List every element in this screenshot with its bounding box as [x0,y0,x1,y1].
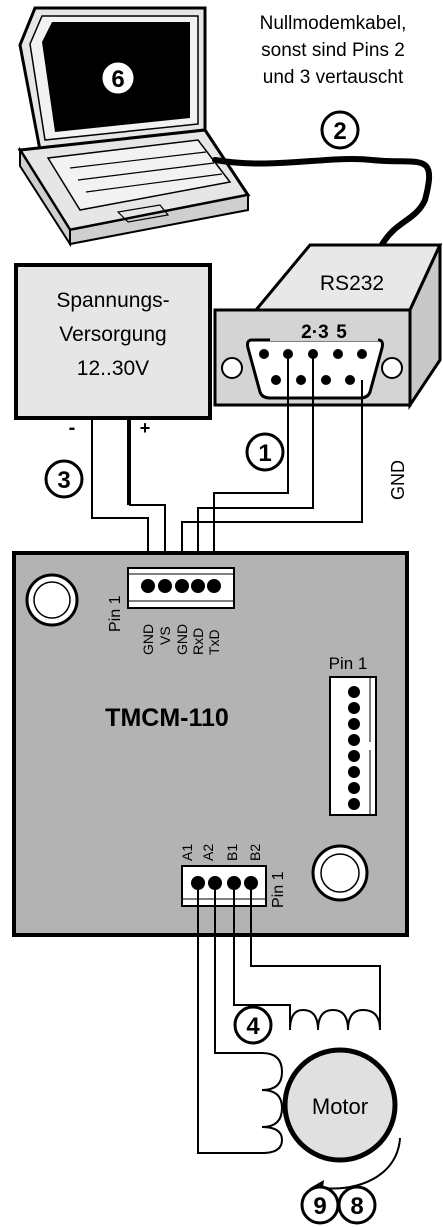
cable-note-line2: sonst sind Pins 2 [261,40,405,61]
power-supply-line1: Spannungs- [56,289,169,312]
power-supply-line2: Versorgung [59,323,166,346]
motor-pin-a1: A1 [179,844,195,861]
motor-label: Motor [312,1094,368,1119]
rs232-pin-numbers: 2·3 5 [301,322,347,343]
header-pin-rxd: RxD [190,628,206,655]
minus-terminal-label: - [69,417,76,439]
power-supply-line3: 12..30V [77,357,149,380]
module-header-connector [127,567,235,609]
rs232-label: RS232 [320,272,384,295]
motor-connector-pin1-label: Pin 1 [270,871,287,908]
module-motor-connector [181,865,267,907]
module-name: TMCM-110 [105,704,229,732]
step-3-badge [44,459,84,499]
header-pin-txd: TxD [206,629,222,655]
motor-pin-b2: B2 [247,844,263,861]
rotation-arc [319,1137,401,1190]
module-side-connector [329,676,377,816]
step-9-label: 9 [313,1193,326,1220]
step-3-label: 3 [57,467,70,494]
motor-pin-b1: B1 [224,844,240,861]
power-supply-box [14,263,212,420]
step-2-badge [320,110,360,150]
header-pin-gnd: GND [140,624,156,655]
step-4-badge [233,1005,273,1045]
step-6-badge [99,59,137,97]
motor-body [282,1047,398,1163]
cable-note-line3: und 3 vertauscht [263,67,404,88]
side-connector-pin1-label: Pin 1 [329,654,368,673]
null-modem-cable [212,155,432,251]
cable-note-line1: Nullmodemkabel, [260,13,407,34]
header-pin-gnd2: GND [174,624,190,655]
serial-gnd-label: GND [388,460,408,500]
step-2-label: 2 [333,118,346,145]
laptop [17,6,251,248]
step-6-label: 6 [111,66,124,93]
step-1-label: 1 [258,440,271,467]
motor-pin-a2: A2 [200,844,216,861]
step-4-label: 4 [246,1013,260,1040]
header-pin1-label: Pin 1 [107,595,124,632]
step-8-label: 8 [350,1193,363,1220]
header-pin-vs: VS [157,626,173,645]
plus-terminal-label: + [140,418,151,438]
module-mount-hole-bottom-right [311,844,369,902]
step-8-badge [337,1185,377,1225]
module-mount-hole-top-left [25,573,79,627]
motor-wires [197,883,381,1154]
step-1-badge [245,432,285,472]
